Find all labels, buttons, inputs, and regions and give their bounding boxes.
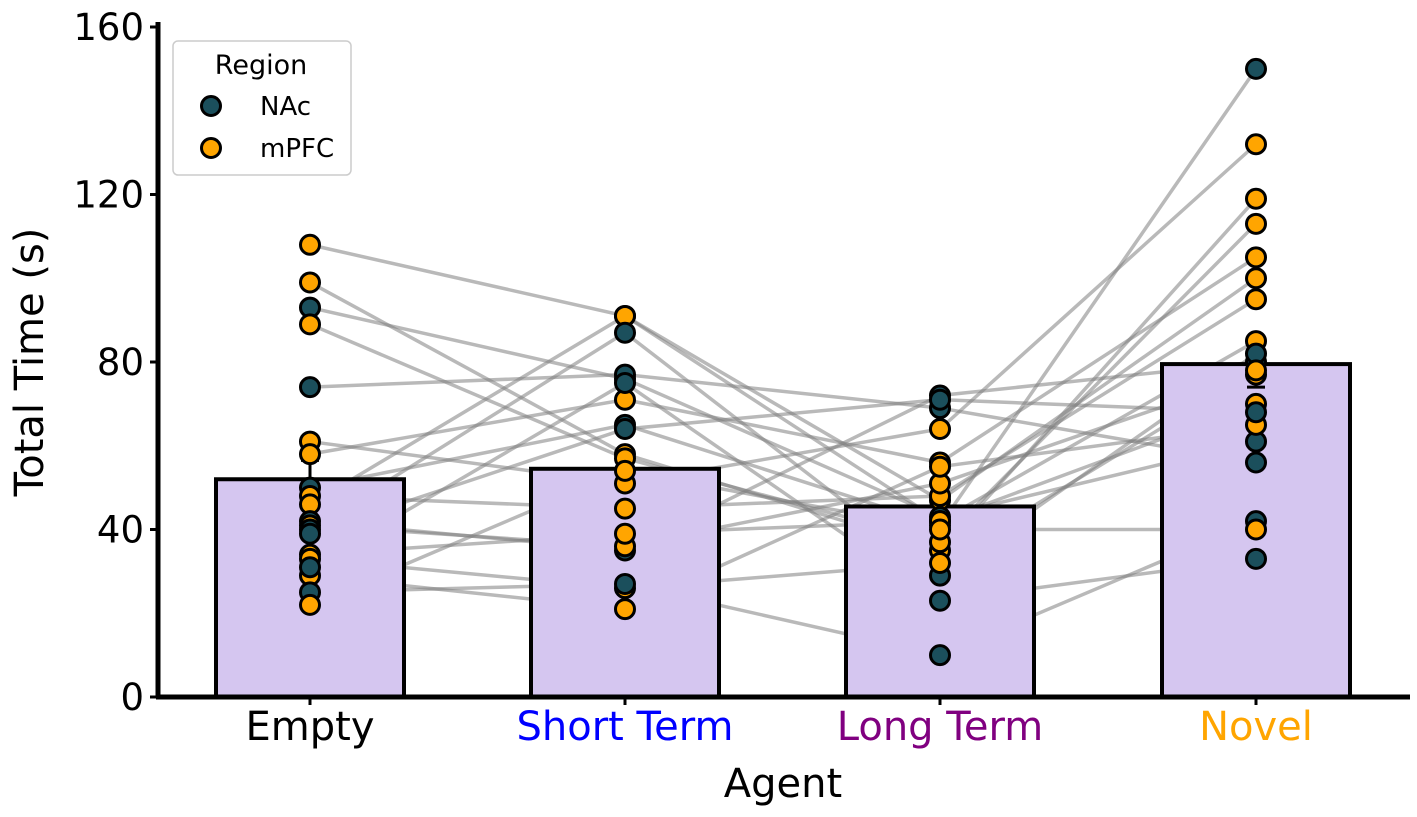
data-point-mpfc	[1245, 133, 1267, 156]
data-point-mpfc	[614, 459, 636, 482]
legend-label: mPFC	[260, 134, 334, 164]
subject-line	[309, 255, 1257, 465]
y-ticks: 0 40 80 120 160	[73, 6, 158, 719]
x-ticks: Empty Short Term Long Term Novel	[246, 697, 1313, 750]
data-point-nac	[1245, 451, 1267, 474]
data-point-nac	[1245, 547, 1267, 570]
legend-title: Region	[215, 50, 307, 81]
subject-line	[309, 313, 1257, 524]
data-point-nac	[299, 522, 321, 545]
data-point-nac	[929, 589, 951, 612]
data-point-mpfc	[1245, 187, 1267, 210]
subject-line	[309, 519, 1257, 657]
subject-line	[309, 330, 1258, 578]
data-point-mpfc	[1245, 288, 1267, 311]
data-point-mpfc	[1245, 212, 1267, 235]
data-point-mpfc	[299, 593, 321, 616]
data-point-nac	[1245, 57, 1267, 80]
subject-line	[309, 197, 1258, 553]
data-point-mpfc	[1245, 359, 1267, 382]
data-point-mpfc	[299, 233, 321, 256]
axes	[155, 22, 1410, 700]
x-axis-label: Agent	[724, 761, 842, 807]
data-point-nac	[614, 321, 636, 344]
data-point-nac	[299, 556, 321, 579]
data-point-mpfc	[1245, 246, 1267, 269]
data-point-nac	[614, 572, 636, 595]
data-points	[299, 57, 1267, 667]
x-tick-label: Empty	[246, 704, 375, 750]
data-point-mpfc	[929, 418, 951, 440]
subject-lines	[309, 67, 1258, 657]
legend-marker-nac	[200, 95, 222, 117]
x-tick-label: Short Term	[516, 704, 733, 750]
data-point-mpfc	[929, 455, 951, 478]
subject-line	[309, 368, 1257, 590]
data-point-nac	[614, 371, 636, 394]
subject-line	[309, 469, 1256, 607]
data-point-nac	[614, 418, 636, 440]
data-point-nac	[929, 388, 951, 411]
data-point-mpfc	[299, 443, 321, 466]
subject-line	[309, 372, 1257, 549]
y-axis-label: Total Time (s)	[7, 228, 53, 498]
data-point-mpfc	[614, 497, 636, 520]
data-point-mpfc	[614, 598, 636, 621]
subject-line	[309, 380, 1257, 603]
data-point-mpfc	[614, 522, 636, 545]
data-point-mpfc	[929, 518, 951, 541]
legend-marker-mpfc	[200, 137, 222, 159]
data-point-mpfc	[299, 271, 321, 294]
y-tick-label: 0	[120, 676, 144, 719]
data-point-mpfc	[1245, 518, 1267, 541]
data-point-nac	[1245, 401, 1267, 424]
subject-line	[309, 305, 1257, 519]
subject-line	[309, 297, 1257, 511]
subject-line	[309, 423, 1257, 611]
legend: Region NAc mPFC	[172, 40, 352, 176]
subject-line	[309, 67, 1258, 528]
subject-line	[309, 372, 1257, 465]
x-tick-label: Novel	[1199, 704, 1313, 750]
data-point-nac	[299, 376, 321, 399]
subject-line	[309, 402, 1257, 557]
data-point-mpfc	[1245, 267, 1267, 290]
subject-line	[309, 397, 1257, 536]
y-tick-label: 80	[97, 341, 144, 384]
subject-line	[309, 243, 1258, 503]
x-tick-label: Long Term	[837, 704, 1043, 750]
data-point-mpfc	[929, 552, 951, 574]
y-tick-label: 40	[97, 509, 144, 552]
data-point-nac	[929, 644, 951, 667]
legend-label: NAc	[260, 92, 311, 122]
y-tick-label: 160	[73, 6, 144, 49]
y-tick-label: 120	[73, 174, 144, 217]
data-point-mpfc	[299, 313, 321, 336]
